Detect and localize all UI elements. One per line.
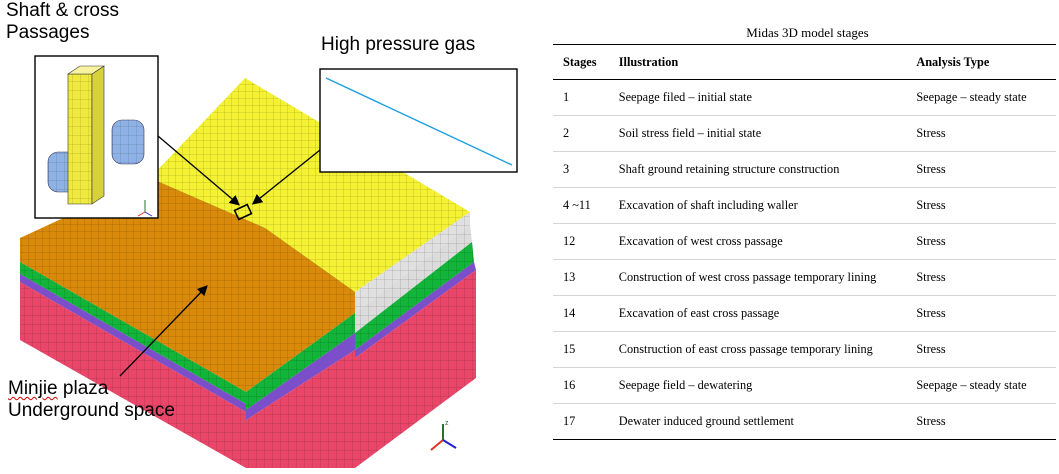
analysis-type-cell: Stress xyxy=(916,306,946,320)
midas-model-figure: z Shaft & cross Passages High pressure g… xyxy=(6,0,518,468)
left-block xyxy=(20,178,355,468)
analysis-type-cell: Stress xyxy=(916,234,946,248)
header-illustration: Illustration xyxy=(618,54,679,69)
plaza-label-word: Minjie xyxy=(8,378,58,399)
table-row: 12 Excavation of west cross passage Stress xyxy=(553,224,1056,260)
analysis-type-cell: Seepage – steady state xyxy=(916,90,1027,104)
illustration-cell: Excavation of east cross passage xyxy=(618,306,780,320)
illustration-cell: Excavation of shaft including waller xyxy=(618,198,798,212)
illustration-cell: Construction of east cross passage tempo… xyxy=(618,342,873,356)
table-row: 1 Seepage filed – initial state Seepage – … xyxy=(553,80,1056,116)
illustration-cell: Excavation of west cross passage xyxy=(618,234,783,248)
table-row: 13 Construction of west cross passage tem… xyxy=(553,260,1056,296)
analysis-type-cell: Stress xyxy=(916,342,946,356)
stage-cell: 4 ~11 xyxy=(563,198,591,212)
shaft-cross-passages-label: Shaft & cross Passages xyxy=(6,0,119,44)
stage-cell: 2 xyxy=(563,126,570,140)
shaft-label-line1: Shaft & cross xyxy=(6,0,119,21)
stages-table-container: Midas 3D model stages Stages Illustratio… xyxy=(553,22,1058,440)
header-analysis-type: Analysis Type xyxy=(916,54,990,69)
table-row: 14 Excavation of east cross passage Stress xyxy=(553,296,1056,332)
minjie-plaza-label: Minjie plaza Underground space xyxy=(8,378,175,422)
header-stages: Stages xyxy=(563,54,597,69)
illustration-cell: Seepage filed – initial state xyxy=(618,90,752,104)
analysis-type-cell: Stress xyxy=(916,162,946,176)
mesh-model-illustration: z xyxy=(20,55,518,468)
stage-cell: 3 xyxy=(563,162,570,176)
analysis-type-cell: Stress xyxy=(916,198,946,212)
stage-cell: 13 xyxy=(563,270,576,284)
stage-cell: 12 xyxy=(563,234,576,248)
stage-cell: 1 xyxy=(563,90,570,104)
illustration-cell: Seepage field – dewatering xyxy=(618,378,753,392)
analysis-type-cell: Stress xyxy=(916,270,946,284)
illustration-cell: Soil stress field – initial state xyxy=(618,126,762,140)
shaft-label-line2: Passages xyxy=(6,22,90,43)
analysis-type-cell: Stress xyxy=(916,414,946,428)
axis-triad-icon xyxy=(137,200,153,217)
table-row: 15 Construction of east cross passage tem… xyxy=(553,332,1056,368)
analysis-type-cell: Stress xyxy=(916,126,946,140)
gas-pressure-line xyxy=(325,77,513,166)
illustration-cell: Construction of west cross passage tempo… xyxy=(618,270,877,284)
right-block xyxy=(150,78,476,468)
table-row: 4 ~11 Excavation of shaft including walle… xyxy=(553,188,1056,224)
table-header-row: Stages Illustration Analysis Type xyxy=(553,44,1056,80)
plaza-arrow xyxy=(119,285,208,377)
illustration-cell: Dewater induced ground settlement xyxy=(618,414,794,428)
high-pressure-gas-label: High pressure gas xyxy=(321,34,476,55)
analysis-type-cell: Seepage – steady state xyxy=(916,378,1027,392)
table-row: 3 Shaft ground retaining structure constr… xyxy=(553,152,1056,188)
stage-cell: 15 xyxy=(563,342,576,356)
table-row: 17 Dewater induced ground settlement Stres… xyxy=(553,404,1056,440)
shaft-inset xyxy=(34,55,159,219)
axis-triad-icon: z xyxy=(430,420,457,451)
shaft-arrow xyxy=(157,135,240,206)
plaza-label-word-rest: plaza xyxy=(57,378,109,399)
stage-cell: 17 xyxy=(563,414,576,428)
plaza-label-line2: Underground space xyxy=(8,400,175,421)
gas-arrow xyxy=(251,149,321,205)
table-caption: Midas 3D model stages xyxy=(746,25,869,40)
table-row: 2 Soil stress field – initial state Stress xyxy=(553,116,1056,152)
svg-text:z: z xyxy=(445,420,449,427)
shaft-location-marker xyxy=(233,203,253,221)
gas-inset xyxy=(319,68,518,173)
illustration-cell: Shaft ground retaining structure constru… xyxy=(618,162,840,176)
plaza-label-line1: Minjie plaza xyxy=(8,378,175,400)
table-row: 16 Seepage field – dewatering Seepage – st… xyxy=(553,368,1056,404)
stage-cell: 16 xyxy=(563,378,576,392)
stage-cell: 14 xyxy=(563,306,576,320)
